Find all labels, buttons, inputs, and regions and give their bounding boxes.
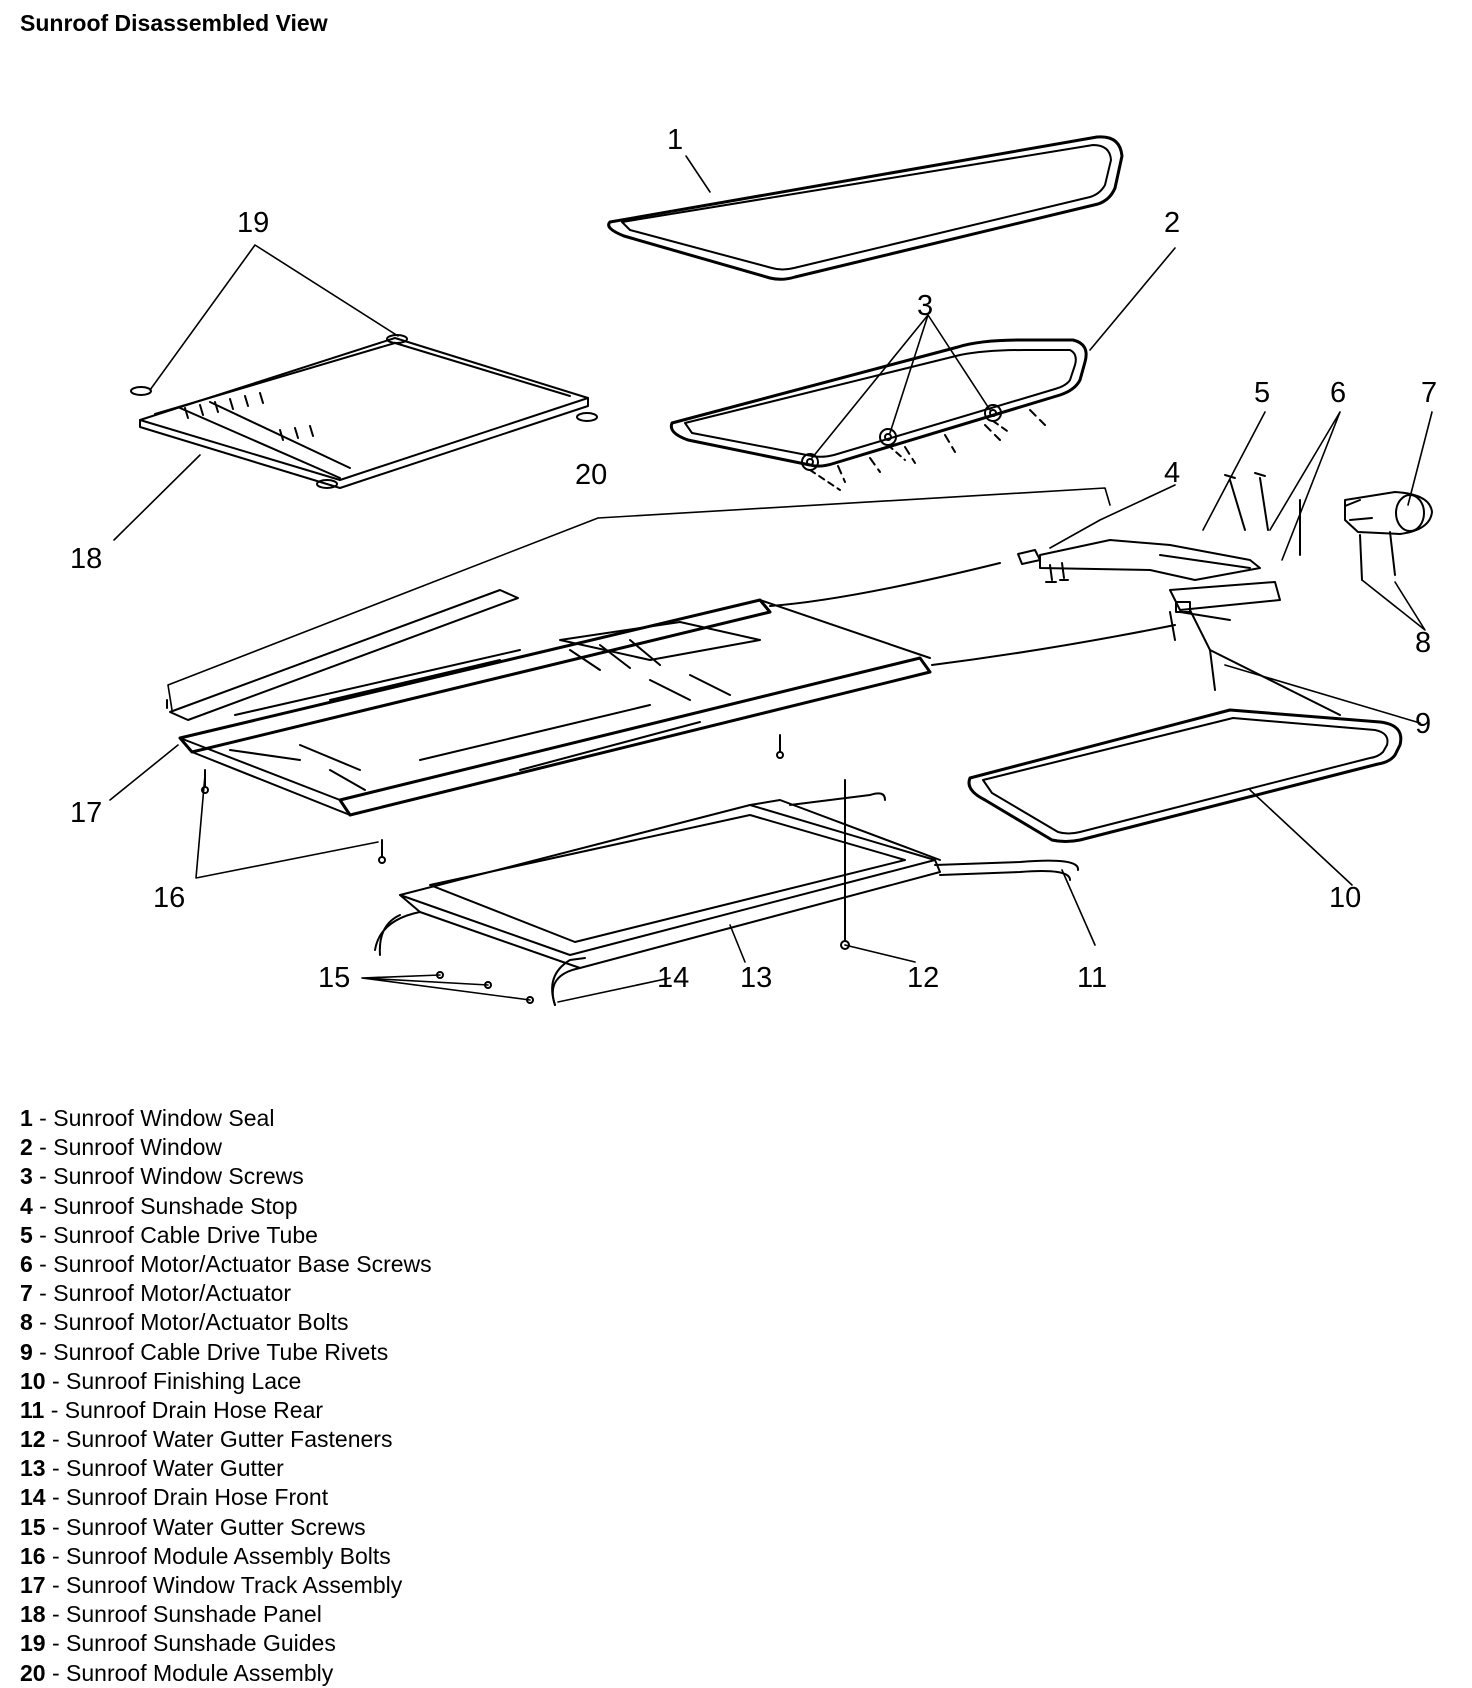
callout-4: 4 (1164, 457, 1180, 489)
legend-item: 10 - Sunroof Finishing Lace (20, 1367, 302, 1394)
legend-item: 2 - Sunroof Window (20, 1134, 222, 1161)
legend-item: 7 - Sunroof Motor/Actuator (20, 1280, 292, 1307)
callout-6: 6 (1330, 377, 1346, 409)
part-window-glass (669, 338, 1088, 483)
callout-11: 11 (1077, 962, 1107, 994)
callout-17: 17 (70, 797, 102, 829)
part-window-screws (801, 404, 1011, 491)
callout-8: 8 (1415, 627, 1431, 659)
legend-item: 4 - Sunroof Sunshade Stop (20, 1192, 298, 1219)
legend-item: 19 - Sunroof Sunshade Guides (20, 1630, 336, 1657)
callout-3: 3 (917, 290, 933, 322)
legend-item: 17 - Sunroof Window Track Assembly (20, 1572, 403, 1598)
callout-7: 7 (1421, 377, 1437, 409)
legend-item: 12 - Sunroof Water Gutter Fasteners (20, 1426, 393, 1453)
callout-16: 16 (153, 882, 185, 914)
legend-item: 3 - Sunroof Window Screws (20, 1163, 304, 1190)
legend-item: 5 - Sunroof Cable Drive Tube (20, 1221, 318, 1248)
legend-item: 8 - Sunroof Motor/Actuator Bolts (20, 1309, 349, 1336)
callout-10: 10 (1329, 882, 1361, 914)
legend-item: 1 - Sunroof Window Seal (20, 1105, 275, 1131)
callout-9: 9 (1415, 708, 1431, 740)
legend-item: 14 - Sunroof Drain Hose Front (20, 1484, 329, 1511)
callout-20: 20 (575, 459, 607, 491)
callout-19: 19 (237, 207, 269, 239)
legend-item: 9 - Sunroof Cable Drive Tube Rivets (20, 1338, 389, 1365)
part-drain-hose-rear (789, 792, 1079, 881)
legend-item: 20 - Sunroof Module Assembly (20, 1659, 334, 1686)
part-motor-base-screws (1224, 472, 1301, 556)
callout-2: 2 (1164, 207, 1180, 239)
legend-item: 16 - Sunroof Module Assembly Bolts (20, 1542, 391, 1569)
legend-item: 13 - Sunroof Water Gutter (20, 1455, 284, 1482)
part-sunshade-panel (139, 337, 589, 489)
leader-lines (109, 155, 1433, 1003)
callout-15: 15 (318, 962, 350, 994)
part-sunshade-guides (130, 334, 598, 489)
part-cable-drive-tube (1039, 539, 1341, 716)
callout-1: 1 (667, 124, 683, 156)
part-motor-actuator (1344, 491, 1433, 535)
page-title: Sunroof Disassembled View (20, 10, 328, 36)
legend-item: 15 - Sunroof Water Gutter Screws (20, 1513, 366, 1540)
exploded-parts-diagram: 1 2 3 4 5 6 7 8 9 10 11 12 13 14 15 16 1… (70, 124, 1437, 1006)
callout-18: 18 (70, 543, 102, 575)
legend-item: 11 - Sunroof Drain Hose Rear (20, 1396, 324, 1423)
part-motor-bolts (1359, 531, 1396, 581)
part-drain-hose-front (378, 914, 586, 1006)
part-finishing-lace (967, 708, 1403, 843)
part-module-assembly (166, 562, 1176, 817)
callout-labels: 1 2 3 4 5 6 7 8 9 10 11 12 13 14 15 16 1… (70, 124, 1437, 994)
legend-item: 6 - Sunroof Motor/Actuator Base Screws (20, 1250, 432, 1277)
parts-legend: 1 - Sunroof Window Seal 2 - Sunroof Wind… (20, 1104, 432, 1688)
callout-5: 5 (1254, 377, 1270, 409)
callout-14: 14 (657, 962, 689, 994)
legend-item: 18 - Sunroof Sunshade Panel (20, 1601, 322, 1628)
callout-12: 12 (907, 962, 939, 994)
callout-13: 13 (740, 962, 772, 994)
part-window-seal (607, 135, 1124, 281)
